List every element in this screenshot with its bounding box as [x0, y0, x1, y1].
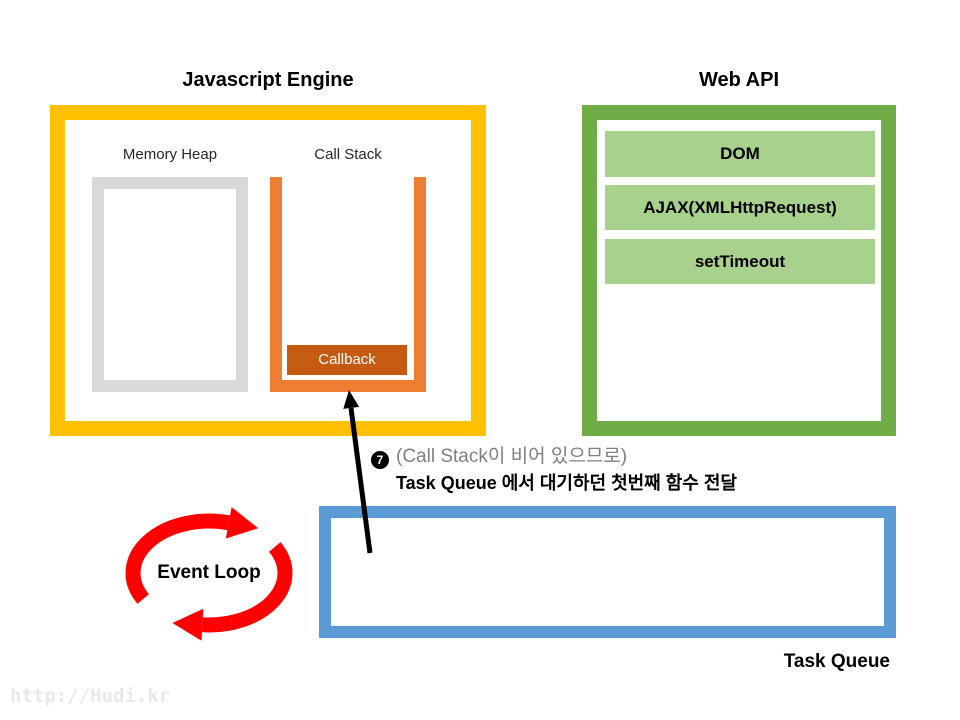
watermark: http://Hudi.kr — [10, 685, 171, 707]
web-api-title: Web API — [698, 69, 779, 91]
task-queue-box — [319, 506, 896, 638]
step-number-badge: 7 — [371, 451, 389, 469]
task-queue-label: Task Queue — [783, 651, 890, 672]
web-api-item-dom: DOM — [605, 131, 875, 177]
event-loop-arc-right — [201, 542, 293, 633]
call-stack-label: Call Stack — [314, 146, 382, 163]
event-loop-arc-left — [125, 513, 231, 604]
event-loop-arrowhead-bottom — [172, 608, 204, 641]
event-loop-label: Event Loop — [157, 562, 261, 583]
step-note: (Call Stack이 비어 있으므로) — [396, 446, 628, 467]
memory-heap-box — [92, 177, 248, 392]
javascript-engine-title: Javascript Engine — [182, 69, 354, 91]
web-api-item-ajax: AJAX(XMLHttpRequest) — [605, 185, 875, 230]
call-stack-box — [270, 177, 426, 392]
event-loop-arrowhead-top — [225, 507, 259, 539]
call-stack-item-callback: Callback — [287, 345, 407, 375]
memory-heap-label: Memory Heap — [122, 146, 218, 163]
step-description: Task Queue 에서 대기하던 첫번째 함수 전달 — [396, 473, 737, 493]
web-api-item-settimeout: setTimeout — [605, 239, 875, 284]
